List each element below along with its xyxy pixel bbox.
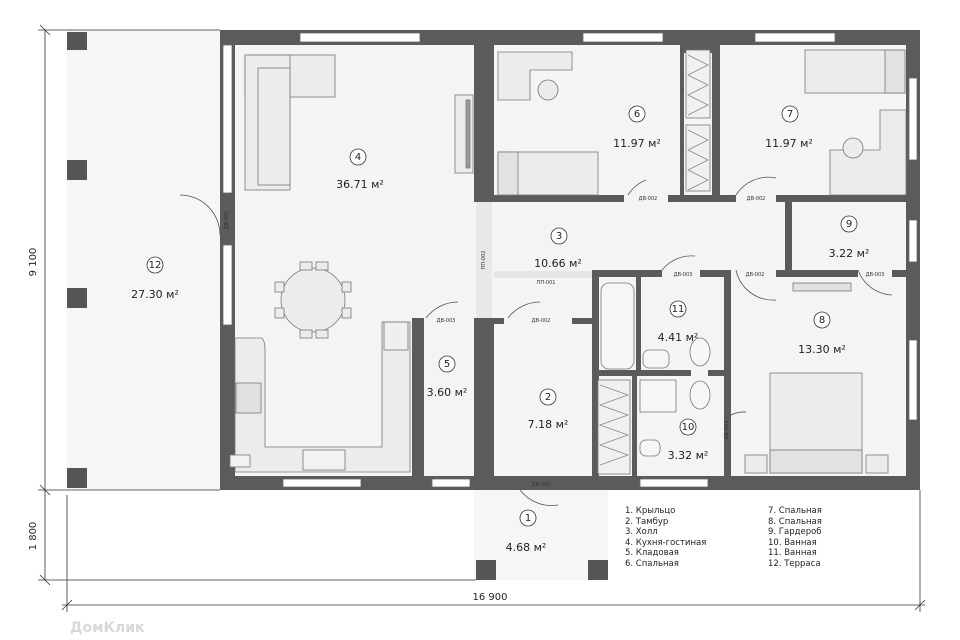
svg-text:2: 2: [545, 392, 551, 403]
legend-item: 2. Тамбур: [625, 516, 669, 527]
shelf-icon: [792, 282, 852, 292]
room-labels: 1 4.68 м² 2 7.18 м² 3 10.66 м² 4 36.71 м² 5 3…: [131, 105, 870, 554]
svg-text:36.71 м²: 36.71 м²: [336, 178, 384, 191]
furniture-bedroom-7: [685, 49, 907, 196]
legend-item: 3. Холл: [625, 527, 658, 538]
chair-icon: [842, 137, 864, 159]
door-label: ДВ-003: [437, 318, 456, 324]
legend-item: 8. Спальная: [768, 516, 822, 527]
door-label: ДВ-001: [532, 482, 551, 488]
room-8: 8 13.30 м²: [798, 311, 846, 356]
legend-item: 10. Ванная: [768, 537, 817, 548]
furniture-bedroom-8: [744, 282, 889, 474]
chair-icon: [537, 79, 559, 101]
door-label: ДВ-002: [639, 196, 658, 202]
svg-text:8: 8: [819, 315, 825, 326]
dim-height: 9 100: [28, 248, 39, 277]
legend-item: 5. Кладовая: [625, 548, 679, 559]
interior-walls: [412, 45, 906, 476]
svg-text:27.30 м²: 27.30 м²: [131, 288, 179, 301]
door-label: ДВ-003: [724, 421, 730, 440]
svg-text:11.97 м²: 11.97 м²: [765, 137, 813, 150]
room-10: 10 3.32 м²: [668, 418, 709, 462]
shower-icon: [639, 379, 677, 413]
svg-text:3.60 м²: 3.60 м²: [427, 386, 468, 399]
dim-porch: 1 800: [28, 522, 39, 551]
svg-text:7: 7: [787, 109, 793, 120]
door-label: ПП-001: [537, 280, 556, 286]
pp-opening: [476, 202, 492, 318]
door-label: ДВ-002: [532, 318, 551, 324]
bathtub-icon: [600, 282, 635, 370]
legend-item: 6. Спальная: [625, 558, 679, 569]
dimension-lines: [38, 24, 926, 612]
svg-text:13.30 м²: 13.30 м²: [798, 343, 846, 356]
legend-col-1: 1. Крыльцо 2. Тамбур 3. Холл 4. Кухня-го…: [625, 506, 706, 570]
door-label: ДВ-003: [866, 272, 885, 278]
bathroom-fixtures: [597, 282, 711, 475]
legend-item: 9. Гардероб: [768, 527, 822, 538]
svg-text:7.18 м²: 7.18 м²: [528, 418, 569, 431]
furniture-bedroom-6: [497, 51, 599, 196]
terrace-posts: [67, 32, 608, 580]
room-12: 12 27.30 м²: [131, 256, 179, 301]
desk-icon: [497, 51, 573, 101]
room-2: 2 7.18 м²: [528, 388, 569, 431]
dining-table-icon: [280, 267, 346, 333]
wardrobe-icon: [685, 124, 711, 192]
wardrobe-icon: [597, 379, 631, 475]
room-5: 5 3.60 м²: [427, 355, 468, 399]
desk-icon: [829, 109, 907, 196]
svg-text:11: 11: [672, 304, 685, 315]
watermark-logo: ДомКлик: [70, 620, 145, 636]
svg-text:3.22 м²: 3.22 м²: [829, 247, 870, 260]
room-11: 11 4.41 м²: [658, 300, 699, 344]
door-label: ДВ-002: [746, 272, 765, 278]
svg-text:10.66 м²: 10.66 м²: [534, 257, 582, 270]
svg-text:4.41 м²: 4.41 м²: [658, 331, 699, 344]
pantry-shelf: [383, 321, 409, 351]
door-label: ПП-002: [481, 251, 487, 270]
door-swings: [179, 176, 893, 506]
door-label: ДВ-002: [747, 196, 766, 202]
svg-text:3.32 м²: 3.32 м²: [668, 449, 709, 462]
room-7: 7 11.97 м²: [765, 105, 813, 150]
stove-icon: [235, 382, 262, 414]
svg-text:3: 3: [556, 231, 562, 242]
svg-text:9: 9: [846, 219, 852, 230]
room-4: 4 36.71 м²: [336, 148, 384, 191]
room-6: 6 11.97 м²: [613, 105, 661, 150]
windows: [222, 32, 918, 488]
dim-width: 16 900: [473, 592, 508, 603]
legend-item: 12. Терраса: [768, 558, 821, 569]
legend-col-2: 7. Спальная 8. Спальная 9. Гардероб 10. …: [768, 506, 822, 570]
svg-text:4: 4: [355, 152, 361, 163]
legend-item: 1. Крыльцо: [625, 506, 676, 516]
room-9: 9 3.22 м²: [829, 215, 870, 260]
svg-text:6: 6: [634, 109, 640, 120]
svg-text:1: 1: [525, 513, 531, 524]
porch-floor: [474, 490, 608, 580]
svg-text:11.97 м²: 11.97 м²: [613, 137, 661, 150]
legend-item: 7. Спальная: [768, 506, 822, 516]
legend-item: 4. Кухня-гостиная: [625, 537, 707, 548]
sink-icon: [302, 449, 346, 471]
door-label: ДВ-001: [224, 211, 230, 230]
room-3: 3 10.66 м²: [534, 227, 582, 270]
svg-text:12: 12: [149, 260, 162, 271]
svg-text:5: 5: [444, 359, 450, 370]
svg-text:4.68 м²: 4.68 м²: [506, 541, 547, 554]
terrace-floor: [67, 30, 220, 490]
legend-item: 11. Ванная: [768, 548, 817, 559]
svg-text:10: 10: [682, 422, 695, 433]
pp-opening-2: [494, 271, 592, 278]
room-1: 1 4.68 м²: [506, 509, 547, 554]
door-label: ДВ-003: [674, 272, 693, 278]
